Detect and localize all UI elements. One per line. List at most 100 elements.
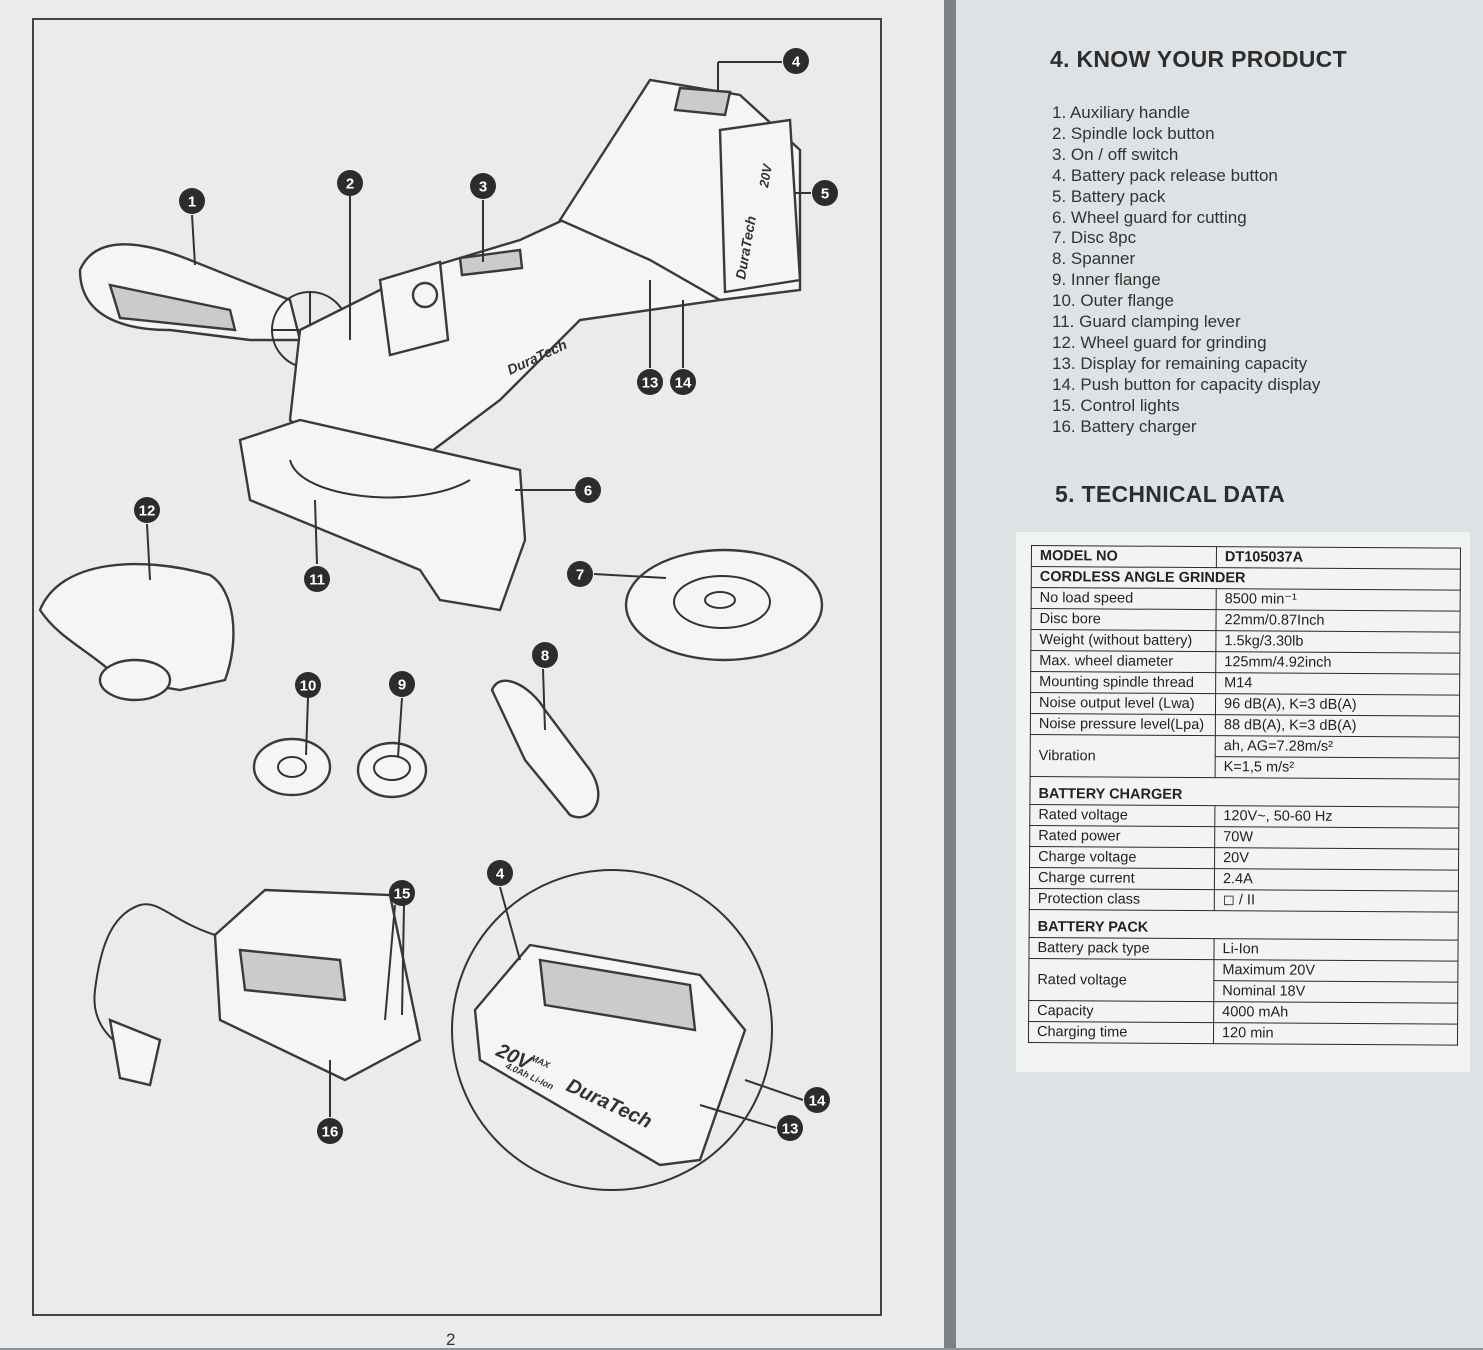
callout-badge: 8	[532, 642, 558, 668]
spec-value: Li-Ion	[1213, 938, 1459, 962]
technical-data-box	[1016, 532, 1470, 1072]
outer-flange-illustration	[252, 737, 332, 797]
callout-badge: 1	[179, 188, 205, 214]
callout-leader-lines	[146, 61, 811, 1129]
spec-value: K=1,5 m/s²	[1215, 756, 1460, 780]
table-row: MODEL NO DT105037A	[1031, 545, 1461, 570]
list-item: 11. Guard clamping lever	[1052, 312, 1241, 332]
callout-badge: 13	[637, 369, 663, 395]
spec-value: 125mm/4.92inch	[1215, 651, 1460, 675]
spec-value: M14	[1215, 672, 1460, 696]
inner-flange-illustration	[356, 741, 428, 799]
callout-badge: 3	[470, 173, 496, 199]
callout-number: 6	[584, 483, 592, 500]
callout-number: 10	[300, 678, 317, 695]
spec-label: Rated power	[1029, 825, 1215, 848]
grinder-section-title: CORDLESS ANGLE GRINDER	[1031, 566, 1461, 591]
callout-number: 14	[675, 375, 692, 392]
callout-number: 11	[309, 572, 325, 589]
callout-badge: 15	[389, 880, 415, 906]
grinding-guard-illustration	[38, 562, 235, 692]
cutting-disc-illustration	[624, 548, 824, 662]
angle-grinder-illustration: DuraTech 20V DuraTech	[78, 78, 802, 612]
list-item: 3. On / off switch	[1052, 144, 1179, 164]
callout-number: 14	[809, 1093, 826, 1110]
spec-label: Capacity	[1028, 1000, 1214, 1023]
spec-value: 70W	[1214, 826, 1459, 850]
callout-number: 7	[576, 567, 584, 584]
spec-label: Rated voltage	[1028, 958, 1214, 1002]
list-item: 16. Battery charger	[1052, 416, 1197, 436]
spec-label: Charge current	[1029, 867, 1215, 890]
spec-label: Noise pressure level(Lpa)	[1030, 713, 1216, 736]
spec-label: Disc bore	[1030, 608, 1217, 631]
list-item: 6. Wheel guard for cutting	[1052, 207, 1247, 227]
callout-badge: 6	[575, 477, 601, 503]
spec-value: 120 min	[1213, 1022, 1458, 1046]
callout-number: 13	[642, 375, 659, 392]
list-item: 15. Control lights	[1052, 395, 1180, 415]
callout-badge: 14	[670, 369, 696, 395]
spec-label: Charging time	[1028, 1021, 1214, 1044]
callout-badge: 12	[134, 497, 160, 523]
spec-value: 4000 mAh	[1213, 1001, 1458, 1025]
page-number: 2	[446, 1330, 456, 1349]
list-item: 1. Auxiliary handle	[1052, 103, 1190, 122]
spec-label: No load speed	[1031, 587, 1217, 610]
spec-label: Protection class	[1029, 888, 1215, 911]
diagram-frame	[32, 18, 882, 1316]
list-item: 9. Inner flange	[1052, 270, 1161, 290]
callout-badge: 7	[567, 561, 593, 587]
table-row: Noise output level (Lwa)96 dB(A), K=3 dB…	[1030, 692, 1460, 717]
spec-value: 1.5kg/3.30lb	[1215, 630, 1460, 654]
technical-data-heading: 5. TECHNICAL DATA	[1055, 481, 1285, 507]
list-item: 10. Outer flange	[1052, 291, 1174, 311]
list-item: 2. Spindle lock button	[1052, 123, 1215, 143]
list-item: 14. Push button for capacity display	[1052, 374, 1321, 394]
battery-charger-illustration	[93, 888, 422, 1087]
callout-number: 1	[188, 194, 196, 211]
spec-value: 20V	[1214, 847, 1459, 871]
product-diagram: DuraTech 20V DuraTech 20V	[38, 48, 838, 1191]
spec-label: Mounting spindle thread	[1030, 671, 1216, 694]
spec-label: Rated voltage	[1029, 804, 1215, 827]
battery-detail-illustration: 20V MAX 4.0Ah Li-Ion DuraTech	[451, 869, 773, 1191]
spec-value: ah, AG=7.28m/s²	[1215, 735, 1460, 759]
callout-number: 9	[398, 677, 406, 694]
spanner-illustration	[490, 679, 600, 819]
callout-number: 12	[139, 503, 156, 520]
callout-badge: 10	[295, 672, 321, 698]
callout-badge: 4	[783, 48, 809, 74]
technical-data-table: MODEL NO DT105037A CORDLESS ANGLE GRINDE…	[1028, 545, 1461, 1046]
callout-badge: 11	[304, 566, 330, 592]
spec-label: Charge voltage	[1029, 846, 1215, 869]
section-title: BATTERY PACK	[1029, 909, 1459, 941]
callout-badge: 13	[777, 1115, 803, 1141]
spec-label: Noise output level (Lwa)	[1030, 692, 1216, 715]
page-gutter	[944, 0, 956, 1348]
spec-label: Vibration	[1030, 734, 1216, 778]
callout-number: 2	[346, 176, 354, 193]
spec-value: 22mm/0.87Inch	[1215, 609, 1461, 633]
list-item: 12. Wheel guard for grinding	[1052, 332, 1267, 352]
section-row: BATTERY PACK	[1029, 909, 1459, 941]
model-value: DT105037A	[1216, 546, 1461, 570]
spec-value: 8500 min⁻¹	[1216, 588, 1461, 612]
callout-badge: 14	[804, 1087, 830, 1113]
list-item: 5. Battery pack	[1052, 186, 1166, 206]
callout-number: 4	[496, 866, 505, 883]
list-item: 13. Display for remaining capacity	[1052, 353, 1308, 373]
